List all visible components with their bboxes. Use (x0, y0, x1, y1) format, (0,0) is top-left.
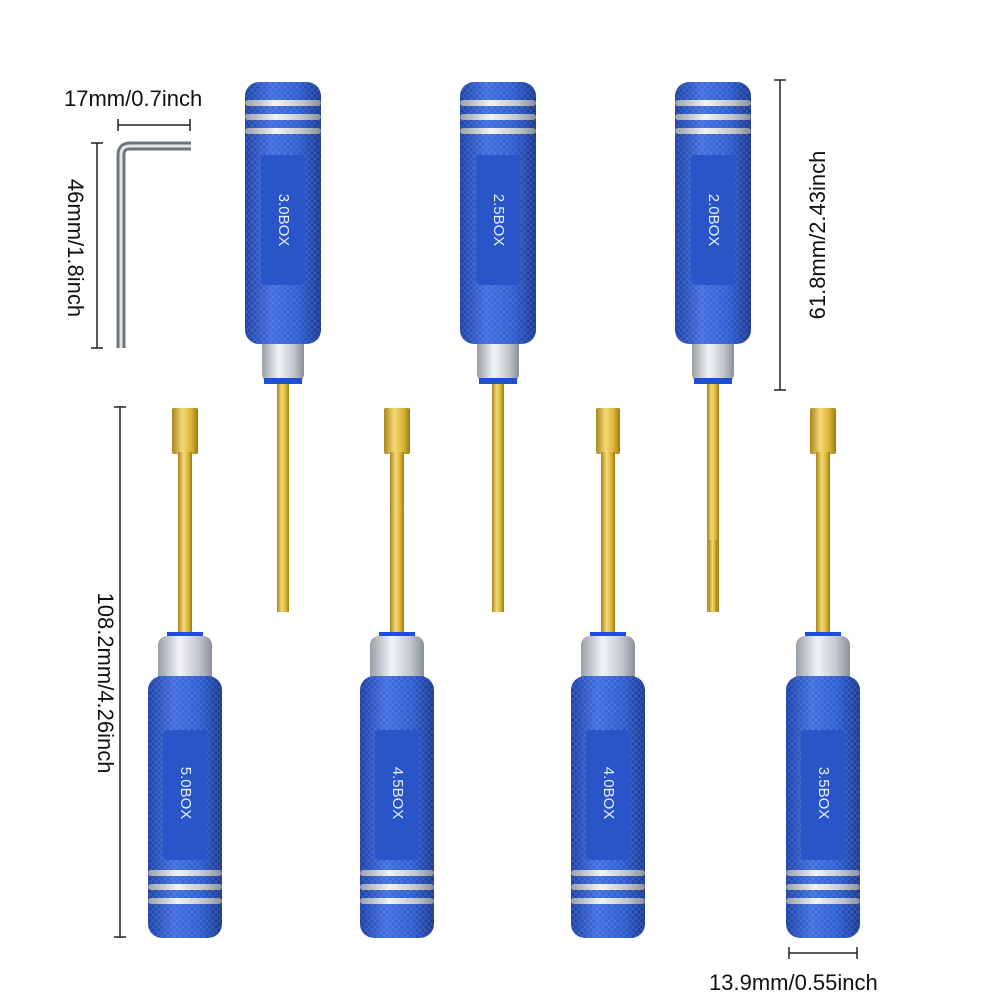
handle-ring (245, 128, 321, 134)
hex-key-icon (116, 141, 191, 348)
silver-ferrule (796, 636, 850, 686)
socket-tip (810, 408, 836, 454)
silver-ferrule (477, 334, 519, 382)
screwdriver-icon: 4.0BOX (571, 408, 645, 938)
shaft-tip (709, 540, 717, 612)
driver-size-label: 2.5BOX (490, 194, 507, 247)
hex-key-length-line (91, 142, 103, 349)
label-panel (476, 155, 520, 285)
gold-shaft (277, 370, 289, 612)
handle-ring (360, 870, 434, 876)
label-panel (375, 730, 419, 860)
handle-diameter-label: 13.9mm/0.55inch (709, 970, 878, 995)
driver-size-label: 4.0BOX (600, 767, 617, 820)
hex-key-highlight (119, 144, 191, 348)
silver-ferrule (692, 334, 734, 382)
label-panel (691, 155, 735, 285)
handle-length-label: 61.8mm/2.43inch (805, 150, 830, 320)
gold-shaft (492, 370, 504, 612)
collar-ring (590, 632, 626, 638)
label-panel (586, 730, 630, 860)
handle-ring (460, 114, 536, 120)
handle-ring (786, 898, 860, 904)
screwdriver-icon: 2.5BOX (460, 82, 536, 612)
hex-key-width-line (117, 119, 191, 131)
handle-ring (786, 884, 860, 890)
collar-ring (167, 632, 203, 638)
screwdriver-icon: 2.0BOX (675, 82, 751, 612)
screwdriver-set: 3.0BOX 2.5BOX 2.0BOX 5.0BOX 4.5BOX 4.0BOX 3.5B… (116, 82, 860, 938)
silver-ferrule (158, 636, 212, 686)
silver-ferrule (370, 636, 424, 686)
hex-key-length-label: 46mm/1.8inch (63, 178, 88, 318)
driver-size-label: 5.0BOX (177, 767, 194, 820)
screwdriver-icon: 5.0BOX (148, 408, 222, 938)
driver-size-label: 3.5BOX (815, 767, 832, 820)
hex-key-body (116, 141, 191, 348)
collar-ring (694, 378, 732, 384)
handle-ring (245, 114, 321, 120)
socket-tip (384, 408, 410, 454)
handle-ring (148, 884, 222, 890)
screwdriver-icon: 4.5BOX (360, 408, 434, 938)
handle-ring (245, 100, 321, 106)
handle-ring (786, 870, 860, 876)
handle-ring (675, 114, 751, 120)
collar-ring (379, 632, 415, 638)
handle-ring (148, 870, 222, 876)
collar-ring (479, 378, 517, 384)
handle-length-line (774, 79, 786, 391)
collar-ring (264, 378, 302, 384)
gold-shaft (178, 452, 192, 642)
collar-ring (805, 632, 841, 638)
label-panel (801, 730, 845, 860)
total-length-label: 108.2mm/4.26inch (93, 592, 118, 774)
silver-ferrule (581, 636, 635, 686)
handle-ring (571, 898, 645, 904)
handle-ring (571, 884, 645, 890)
handle-ring (675, 100, 751, 106)
handle-ring (460, 100, 536, 106)
handle-diameter-line (788, 947, 858, 959)
handle-ring (360, 898, 434, 904)
handle-ring (571, 870, 645, 876)
gold-shaft (816, 452, 830, 642)
dimension-lines (91, 79, 858, 959)
total-length-line (114, 406, 126, 938)
socket-tip (596, 408, 620, 454)
gold-shaft (390, 452, 404, 642)
driver-size-label: 4.5BOX (389, 767, 406, 820)
hex-key-width-label: 17mm/0.7inch (64, 86, 203, 111)
socket-tip (172, 408, 198, 454)
handle-ring (460, 128, 536, 134)
gold-shaft (601, 452, 615, 642)
handle-ring (360, 884, 434, 890)
screwdriver-icon: 3.5BOX (786, 408, 860, 938)
label-panel (163, 730, 207, 860)
driver-size-label: 2.0BOX (705, 194, 722, 247)
handle-ring (675, 128, 751, 134)
driver-size-label: 3.0BOX (275, 194, 292, 247)
label-panel (261, 155, 305, 285)
screwdriver-icon: 3.0BOX (245, 82, 321, 612)
silver-ferrule (262, 334, 304, 382)
handle-ring (148, 898, 222, 904)
